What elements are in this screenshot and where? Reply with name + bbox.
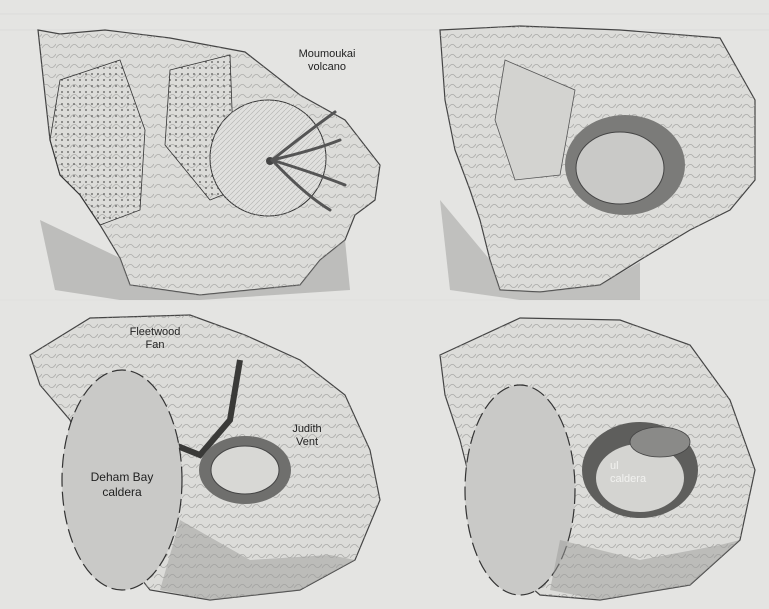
label-judith-vent: Judith Vent (282, 423, 332, 449)
label-line-1: ul (610, 460, 670, 473)
label-fleetwood-fan: Fleetwood Fan (115, 326, 195, 352)
label-deham-bay-caldera: Deham Bay caldera (72, 470, 172, 500)
crater-floor (211, 446, 279, 494)
panel-bottom-left (30, 315, 380, 600)
label-line-2: caldera (72, 485, 172, 500)
panel-top-right (440, 26, 755, 300)
crater-floor (576, 132, 664, 204)
label-line-1: Deham Bay (72, 470, 172, 485)
label-line-2: volcano (282, 61, 372, 74)
label-line-2: Fan (115, 339, 195, 352)
label-line-1: Moumoukai (282, 48, 372, 61)
label-line-2: caldera (610, 473, 670, 486)
label-line-1: Fleetwood (115, 326, 195, 339)
panel-bottom-right (440, 318, 755, 600)
label-line-2: Vent (282, 436, 332, 449)
label-line-1: Judith (282, 423, 332, 436)
summit-crater (630, 427, 690, 457)
label-moumoukai-volcano: Moumoukai volcano (282, 48, 372, 74)
label-partial-caldera: ul caldera (610, 460, 670, 486)
